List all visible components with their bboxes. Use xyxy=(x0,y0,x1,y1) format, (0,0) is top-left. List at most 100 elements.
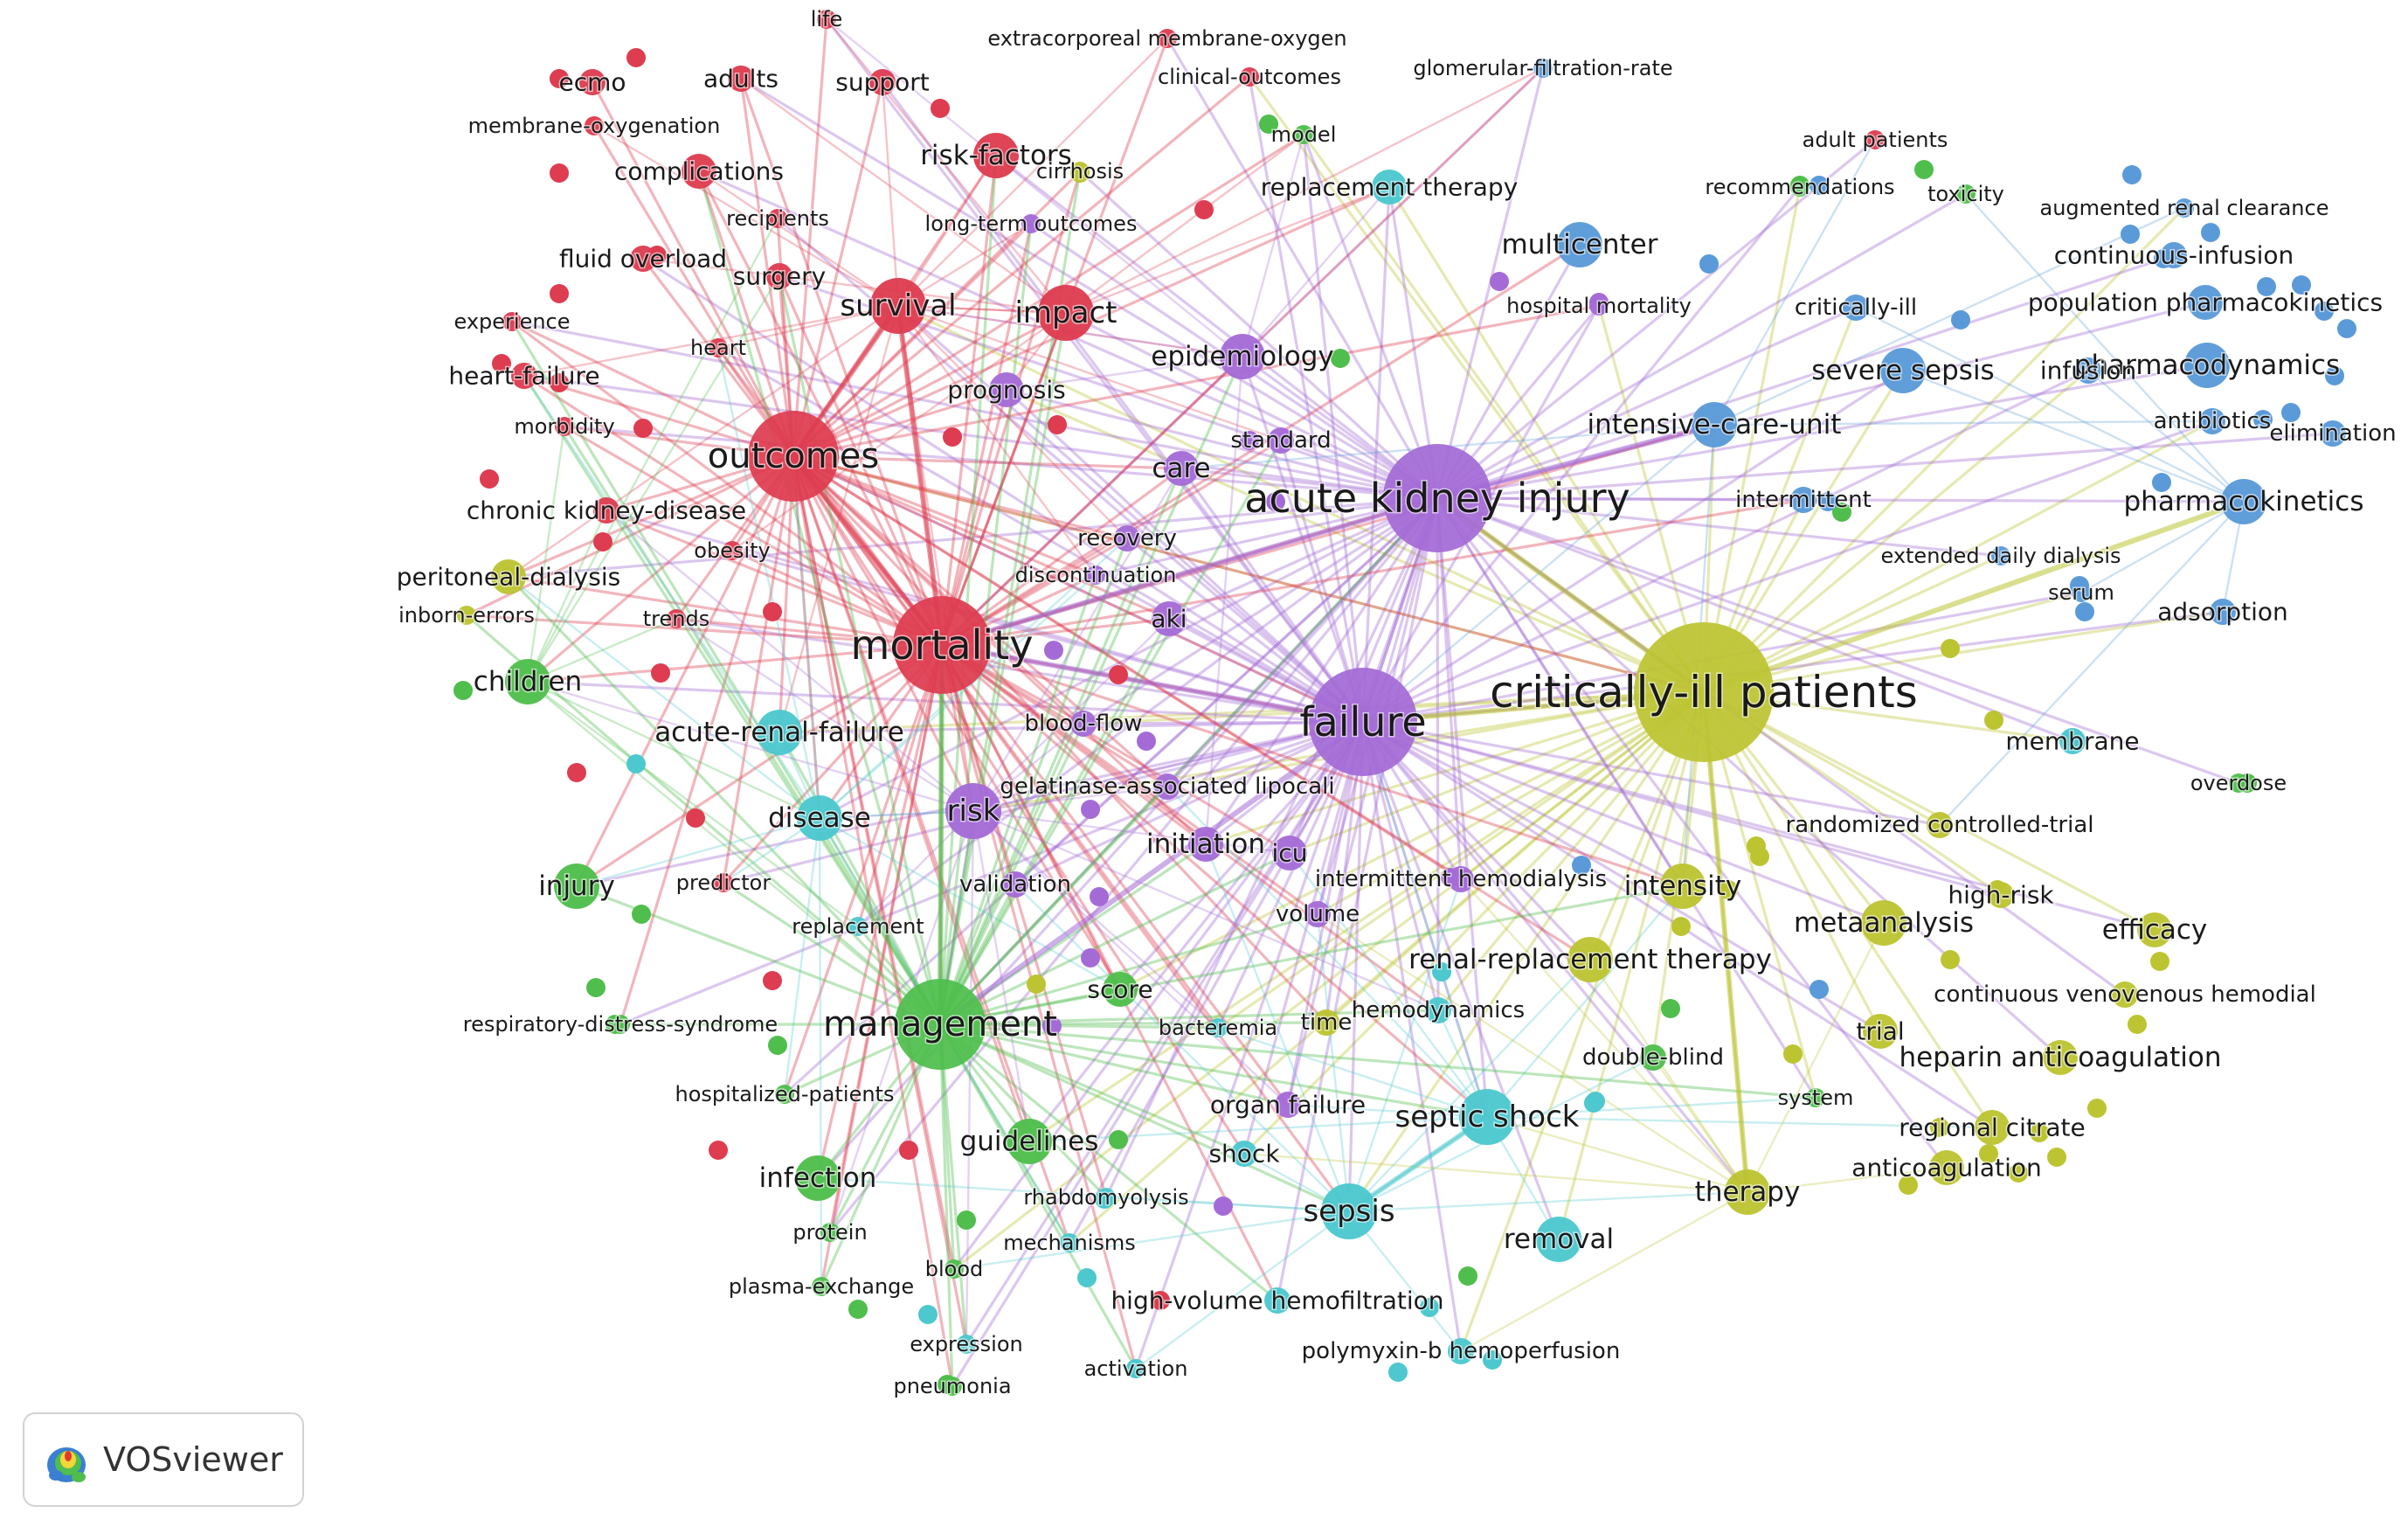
keyword-node-icu[interactable] xyxy=(1272,836,1307,871)
keyword-node-model[interactable] xyxy=(1294,125,1313,144)
keyword-node-unlabeled[interactable] xyxy=(626,754,646,773)
keyword-node-toxicity[interactable] xyxy=(1956,184,1976,204)
keyword-node-surgery[interactable] xyxy=(766,263,792,289)
keyword-node-risk-factors[interactable] xyxy=(973,133,1019,178)
keyword-node-unlabeled[interactable] xyxy=(633,419,653,438)
keyword-node-population-pharmacokinetics[interactable] xyxy=(2188,285,2223,320)
keyword-node-pharmacokinetics[interactable] xyxy=(2221,479,2266,524)
keyword-node-high-risk[interactable] xyxy=(1988,882,2014,908)
keyword-node-unlabeled[interactable] xyxy=(1240,431,1259,450)
keyword-node-double-blind[interactable] xyxy=(1640,1044,1666,1071)
keyword-node-unlabeled[interactable] xyxy=(567,763,586,782)
keyword-node-system[interactable] xyxy=(1806,1088,1825,1107)
keyword-node-unlabeled[interactable] xyxy=(1818,492,1837,511)
keyword-node-unlabeled[interactable] xyxy=(651,663,670,683)
keyword-node-membrane-oxygenation[interactable] xyxy=(585,116,604,135)
keyword-node-unlabeled[interactable] xyxy=(763,602,782,621)
keyword-node-unlabeled[interactable] xyxy=(492,354,511,373)
keyword-node-unlabeled[interactable] xyxy=(1572,856,1591,875)
keyword-node-support[interactable] xyxy=(869,69,896,95)
keyword-node-replacement[interactable] xyxy=(848,917,868,936)
keyword-node-unlabeled[interactable] xyxy=(480,469,499,489)
keyword-node-respiratory-distress-syndrome[interactable] xyxy=(611,1015,630,1034)
keyword-node-unlabeled[interactable] xyxy=(1941,639,1960,658)
keyword-node-organ-failure[interactable] xyxy=(1275,1092,1301,1118)
keyword-node-blood[interactable] xyxy=(945,1259,964,1279)
keyword-node-membrane[interactable] xyxy=(2059,728,2086,754)
keyword-node-prognosis[interactable] xyxy=(989,372,1024,407)
keyword-node-unlabeled[interactable] xyxy=(1483,1350,1502,1370)
keyword-node-recovery[interactable] xyxy=(1114,525,1140,551)
keyword-node-unlabeled[interactable] xyxy=(848,1300,868,1319)
keyword-node-experience[interactable] xyxy=(502,312,522,331)
keyword-node-unlabeled[interactable] xyxy=(943,427,962,447)
keyword-node-unlabeled[interactable] xyxy=(1941,950,1960,969)
keyword-node-validation[interactable] xyxy=(1002,871,1028,898)
keyword-node-intensive-care-unit[interactable] xyxy=(1692,402,1737,447)
keyword-node-unlabeled[interactable] xyxy=(2009,1163,2028,1183)
keyword-node-multicenter[interactable] xyxy=(1557,222,1602,267)
keyword-node-augmented-renal-clearance[interactable] xyxy=(2175,198,2194,218)
keyword-node-volume[interactable] xyxy=(1304,901,1331,927)
keyword-node-therapy[interactable] xyxy=(1725,1169,1770,1215)
keyword-node-unlabeled[interactable] xyxy=(550,284,569,303)
keyword-node-continuous-venovenous-hemodial[interactable] xyxy=(2112,982,2138,1008)
keyword-node-critically-ill-patients[interactable] xyxy=(1634,622,1774,762)
keyword-node-glomerular-filtration-rate[interactable] xyxy=(1533,59,1553,78)
keyword-node-extracorporeal-membrane-oxygen[interactable] xyxy=(1158,29,1177,48)
keyword-node-unlabeled[interactable] xyxy=(1266,492,1285,511)
keyword-node-unlabeled[interactable] xyxy=(2292,275,2311,295)
keyword-node-unlabeled[interactable] xyxy=(1832,503,1851,522)
keyword-node-heart[interactable] xyxy=(709,338,728,357)
keyword-node-unlabeled[interactable] xyxy=(768,1036,787,1055)
keyword-node-mechanisms[interactable] xyxy=(1060,1233,1079,1252)
keyword-node-intermittent[interactable] xyxy=(1790,487,1816,513)
keyword-node-unlabeled[interactable] xyxy=(1259,114,1278,134)
keyword-node-extended-daily-dialysis[interactable] xyxy=(1991,546,2010,565)
keyword-node-management[interactable] xyxy=(895,979,986,1070)
keyword-node-unlabeled[interactable] xyxy=(918,1305,938,1324)
keyword-node-unlabeled[interactable] xyxy=(2152,473,2171,492)
keyword-node-removal[interactable] xyxy=(1536,1217,1581,1262)
keyword-node-long-term-outcomes[interactable] xyxy=(1021,214,1041,233)
keyword-node-unlabeled[interactable] xyxy=(1109,665,1128,684)
keyword-node-unlabeled[interactable] xyxy=(1151,1291,1170,1310)
keyword-node-unlabeled[interactable] xyxy=(1661,999,1680,1018)
keyword-node-adsorption[interactable] xyxy=(2210,599,2236,625)
keyword-node-renal-replacement-therapy[interactable] xyxy=(1567,937,1613,982)
keyword-node-unlabeled[interactable] xyxy=(593,532,612,551)
keyword-node-unlabeled[interactable] xyxy=(1109,1130,1128,1149)
keyword-node-unlabeled[interactable] xyxy=(1044,641,1063,660)
keyword-node-acute-renal-failure[interactable] xyxy=(757,710,802,755)
keyword-node-hospital-mortality[interactable] xyxy=(1589,296,1609,316)
keyword-node-acute-kidney-injury[interactable] xyxy=(1383,444,1491,552)
keyword-node-unlabeled[interactable] xyxy=(1783,1044,1803,1064)
keyword-node-unlabeled[interactable] xyxy=(1699,254,1719,274)
keyword-node-continuous-infusion[interactable] xyxy=(2161,242,2187,268)
keyword-node-cirrhosis[interactable] xyxy=(1070,162,1090,181)
keyword-node-unlabeled[interactable] xyxy=(2128,1015,2147,1034)
keyword-node-unlabeled[interactable] xyxy=(686,808,705,828)
keyword-node-infusion[interactable] xyxy=(2075,357,2101,384)
keyword-node-regional-citrate[interactable] xyxy=(1975,1110,2010,1145)
keyword-node-unlabeled[interactable] xyxy=(2150,952,2169,971)
keyword-node-ecmo[interactable] xyxy=(579,69,605,95)
keyword-node-standard[interactable] xyxy=(1268,427,1294,454)
keyword-node-unlabeled[interactable] xyxy=(1042,1016,1062,1036)
keyword-node-unlabeled[interactable] xyxy=(1331,349,1350,368)
keyword-node-disease[interactable] xyxy=(797,795,842,841)
keyword-node-pneumonia[interactable] xyxy=(943,1377,962,1396)
keyword-node-hemodynamics[interactable] xyxy=(1425,997,1451,1023)
keyword-node-activation[interactable] xyxy=(1126,1359,1145,1378)
keyword-node-unlabeled[interactable] xyxy=(763,971,782,990)
keyword-node-unlabeled[interactable] xyxy=(2122,165,2142,184)
keyword-node-unlabeled[interactable] xyxy=(1671,917,1691,936)
keyword-node-serum[interactable] xyxy=(2072,583,2091,602)
keyword-node-gelatinase-associated-lipocali[interactable] xyxy=(1154,773,1180,800)
keyword-node-failure[interactable] xyxy=(1309,668,1417,776)
keyword-node-unlabeled[interactable] xyxy=(2325,366,2344,385)
keyword-node-unlabeled[interactable] xyxy=(1930,1118,1949,1137)
keyword-node-life[interactable] xyxy=(817,10,836,29)
keyword-node-polymyxin-b-hemoperfusion[interactable] xyxy=(1448,1338,1474,1364)
keyword-node-overdose[interactable] xyxy=(2229,773,2248,793)
